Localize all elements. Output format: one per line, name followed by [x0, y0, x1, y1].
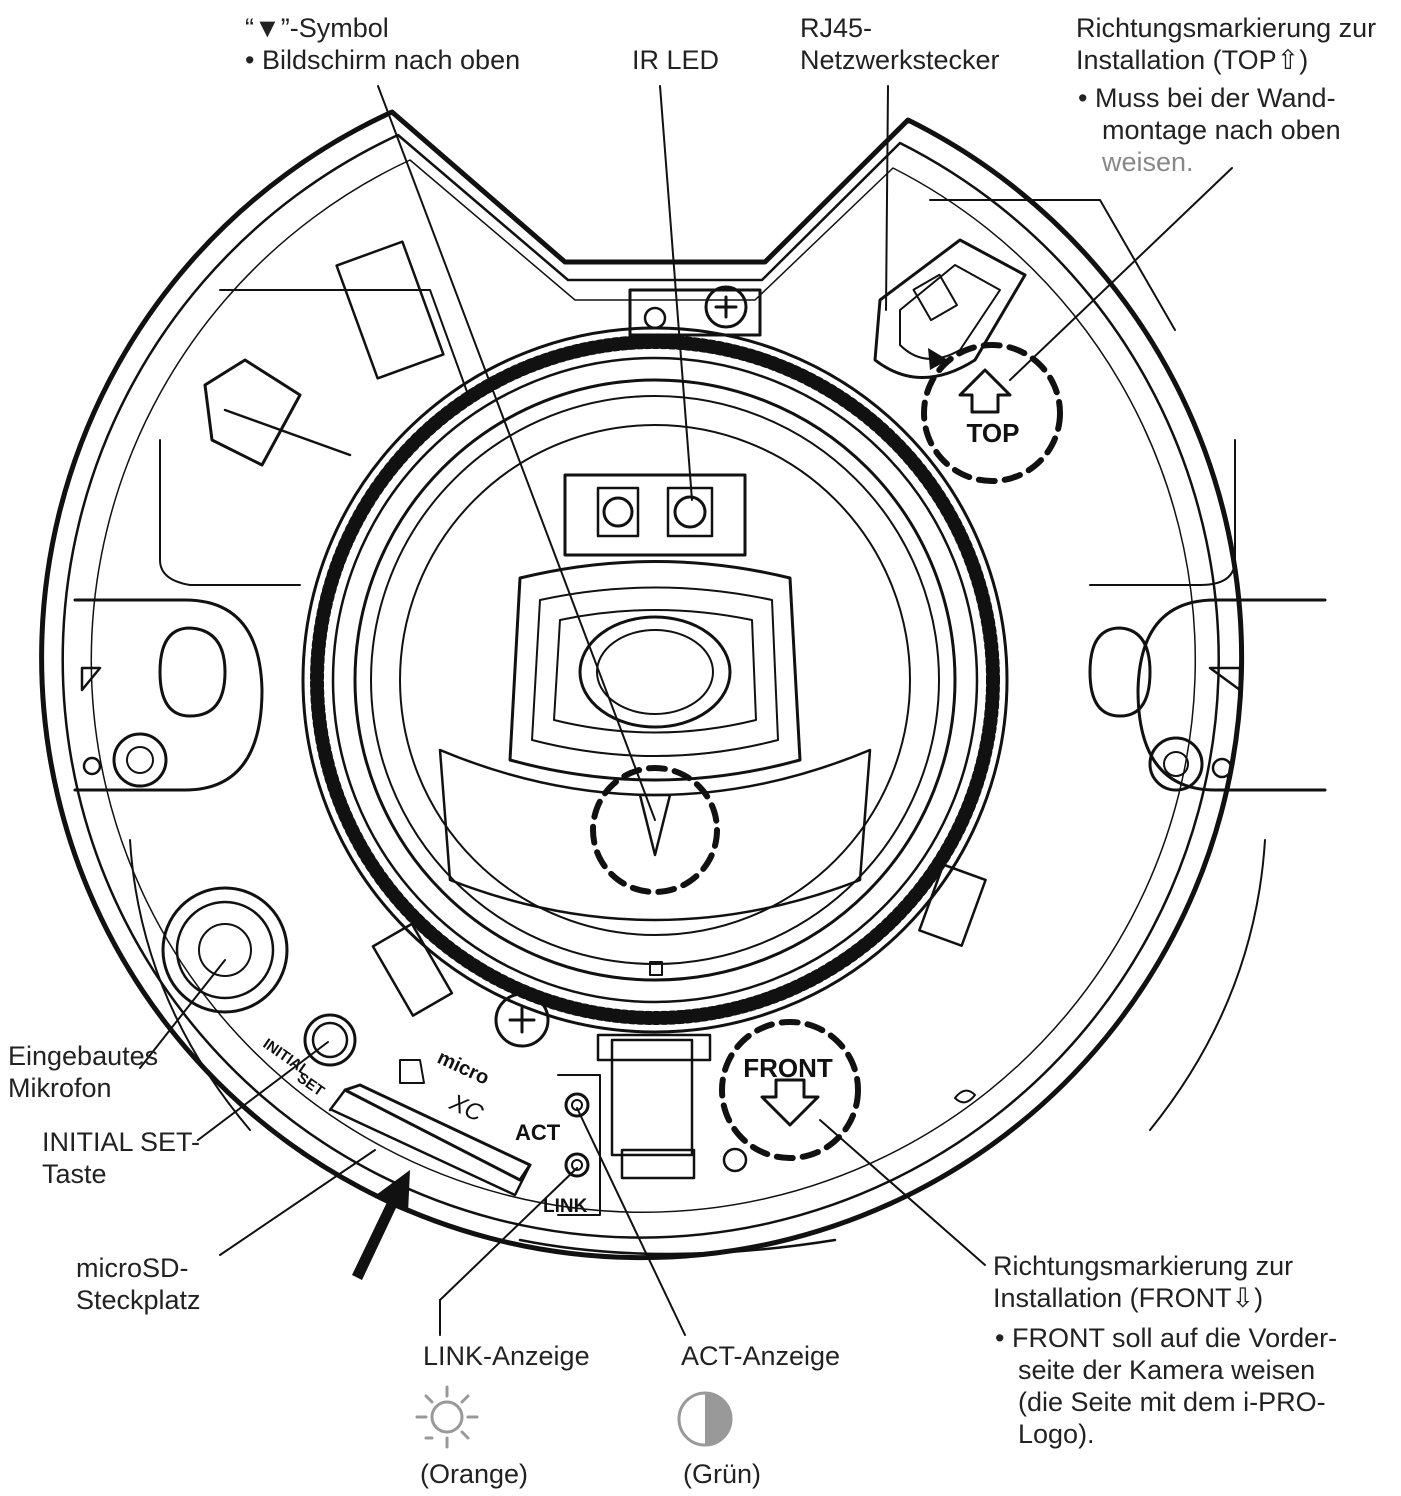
front-marker-bullet3: (die Seite mit dem i-PRO- [1018, 1387, 1326, 1417]
top-marker-highlight [921, 342, 1063, 484]
front-marker-line2: Installation (FRONT⇩) [993, 1283, 1264, 1313]
rj45-label-line2: Netzwerkstecker [800, 45, 1000, 75]
microsd-slot [343, 1083, 532, 1182]
left-mount-ear [73, 598, 264, 792]
ir-led-label: IR LED [632, 45, 720, 75]
built-in-microphone [161, 886, 289, 1014]
symbol-marker-note: Bildschirm nach oben [245, 44, 520, 77]
left-connector [203, 358, 302, 467]
microphone-label-line1: Eingebautes [8, 1041, 159, 1071]
triangle-symbol [638, 793, 672, 857]
initial-set-label-line1: INITIAL SET- [42, 1127, 201, 1157]
front-marker-bullet1: FRONT soll auf die Vorder- [995, 1322, 1337, 1355]
left-screw-boss [112, 732, 168, 788]
symbol-marker-title: “▼”-Symbol [245, 13, 389, 43]
lens-frame [508, 560, 802, 782]
device-top-text: TOP [967, 418, 1020, 448]
housing-inner-rim [61, 133, 1220, 1239]
microsd-label-line2: Steckplatz [76, 1285, 201, 1315]
microsd-insert-arrow [352, 1170, 410, 1280]
front-marker-bullet4: Logo). [1018, 1419, 1095, 1449]
link-led [564, 1152, 590, 1178]
device-front-text: FRONT [743, 1053, 833, 1083]
leader-lines [139, 85, 1233, 1336]
front-marker-bullet2: seite der Kamera weisen [1018, 1355, 1316, 1385]
top-marker-bullet3: weisen. [1102, 147, 1194, 177]
act-indicator-color: (Grün) [683, 1459, 762, 1489]
housing-inner-rim-2 [90, 159, 1197, 1213]
device-xc-text: XC [445, 1089, 488, 1128]
initial-set-label-line2: Taste [42, 1159, 107, 1189]
led-blinking-icon [415, 1385, 479, 1449]
led-half-on-icon [677, 1391, 733, 1447]
top-arrow-icon [958, 368, 1012, 414]
microphone-label-line2: Mikrofon [8, 1073, 112, 1103]
ir-led [673, 495, 707, 529]
front-marker-line1: Richtungsmarkierung zur [993, 1251, 1294, 1281]
right-mount-ear [1136, 598, 1327, 792]
front-marker-highlight [719, 1019, 861, 1161]
top-marker-line2: Installation (TOP⇧) [1076, 45, 1309, 75]
device-act-text: ACT [515, 1120, 561, 1145]
act-indicator-label: ACT-Anzeige [681, 1341, 841, 1371]
device-micro-text: micro [434, 1047, 493, 1090]
lens [578, 615, 732, 729]
device-link-text: LINK [543, 1196, 588, 1217]
front-arrow-icon [760, 1078, 820, 1127]
ir-led-block [563, 473, 747, 557]
ir-led-left [602, 496, 634, 528]
act-led [564, 1092, 590, 1118]
right-screw-boss [1148, 736, 1204, 792]
microsd-label-line1: microSD- [76, 1253, 189, 1283]
rj45-pointer [928, 348, 948, 370]
top-marker-bullet1: Muss bei der Wand- [1078, 82, 1336, 115]
top-marker-line1: Richtungsmarkierung zur [1076, 13, 1377, 43]
left-mount-hole [158, 626, 227, 718]
screw-top [704, 285, 748, 329]
rj45-label-line1: RJ45- [800, 13, 873, 43]
link-indicator-label: LINK-Anzeige [423, 1341, 590, 1371]
link-indicator-color: (Orange) [420, 1459, 529, 1489]
initial-set-button [303, 1013, 357, 1067]
screw-bottom [494, 992, 550, 1048]
right-mount-hole [1088, 626, 1152, 718]
gear-ring-teeth [310, 335, 1000, 1025]
housing-outline [39, 109, 1245, 1261]
top-marker-bullet2: montage nach oben [1102, 115, 1341, 145]
triangle-marker-highlight [590, 765, 720, 895]
lens-housing-ring [353, 378, 957, 982]
